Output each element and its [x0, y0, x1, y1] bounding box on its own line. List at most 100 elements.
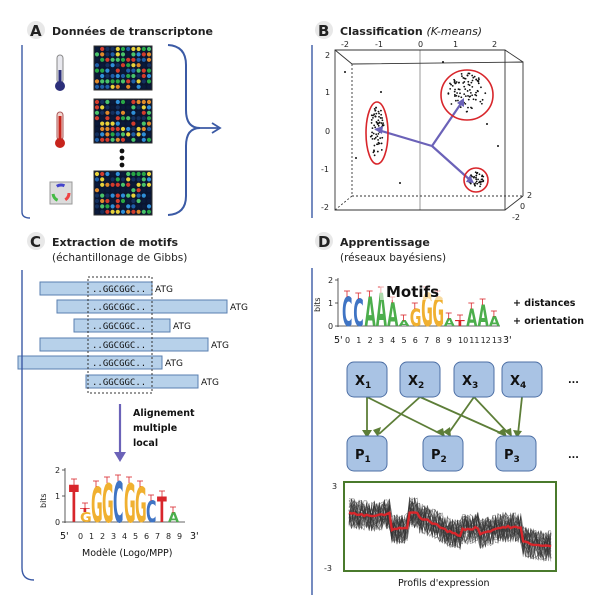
profile-curve [348, 500, 552, 558]
scatter-point [380, 113, 383, 116]
scatter-point [399, 182, 401, 184]
scatter-point [442, 61, 444, 63]
scatter-point [379, 117, 382, 119]
logo-letter: G [102, 474, 114, 535]
logo-letter: G [124, 474, 136, 535]
scatter-point [478, 78, 480, 81]
logo-letter: A [376, 284, 387, 337]
node-p2-label: P [431, 448, 441, 463]
alignment-label-line: Alignement [133, 408, 195, 419]
c-logo-position: 7 [155, 532, 160, 541]
scatter-point [378, 115, 380, 118]
profile-curve [348, 499, 552, 560]
logo-letter: C [342, 290, 352, 337]
scatter-point [373, 108, 376, 110]
panel-frames [21, 45, 313, 595]
d-logo-position: 12 [481, 336, 491, 345]
scatter-point [377, 132, 380, 135]
logo-letter: C [146, 497, 156, 530]
scatter-point [477, 77, 480, 80]
c-logo-position: 8 [166, 532, 171, 541]
node-p1 [346, 435, 388, 472]
d-logo-5prime: 5' [334, 335, 343, 346]
scatter-point [467, 98, 470, 101]
logo-letter: A [399, 318, 410, 328]
scatter-point [481, 98, 484, 101]
b-left-tick: -1 [321, 165, 329, 174]
heatmap [93, 98, 153, 144]
scatter-point [470, 174, 472, 177]
scatter-point [457, 99, 459, 102]
scatter-point [477, 178, 479, 181]
c-logo-position: 1 [89, 532, 94, 541]
scatter-point [375, 133, 378, 136]
node-p3-label: P [504, 448, 514, 463]
logo-letter: T [455, 318, 465, 328]
scatter-point [371, 131, 373, 134]
scatter-point [472, 176, 475, 179]
d-logo-ylabel: bits [313, 297, 322, 312]
c-logo-position: 0 [78, 532, 83, 541]
scatter-point [497, 145, 499, 147]
scatter-point [480, 102, 483, 105]
heatmap [93, 45, 153, 91]
b-top-tick: -2 [341, 40, 349, 49]
logo-letter: T [157, 491, 167, 532]
scatter-point [374, 115, 377, 118]
scatter-point [373, 144, 376, 147]
sequence-bar [39, 337, 209, 352]
scatter-point [479, 100, 482, 103]
scatter-point [482, 179, 485, 182]
b-depth-tick: -2 [512, 213, 520, 222]
scatter-point [377, 124, 380, 127]
svg-text:X2: X2 [408, 374, 424, 391]
scatter-point [478, 173, 481, 176]
profile-curve [348, 498, 552, 561]
profile-ytick-bottom: -3 [324, 564, 332, 573]
scatter-point [476, 79, 479, 82]
d-logo-position: 8 [435, 336, 440, 345]
scatter-point [378, 112, 380, 115]
scatter-point [478, 181, 480, 184]
scatter-point [465, 110, 468, 113]
scatter-point [467, 80, 470, 83]
logo-letter: G [410, 304, 422, 332]
scatter-point [377, 119, 380, 122]
panel-a-badge [27, 21, 45, 39]
panel-c-badge [27, 232, 45, 250]
scatter-point [461, 75, 463, 78]
logo-letter: G [91, 479, 103, 535]
scatter-point [370, 119, 373, 121]
motif-text: ..GGCGGC.. [92, 303, 146, 313]
node-x2-label: X [408, 374, 418, 389]
panel-d-badge [315, 232, 333, 250]
node-x2 [399, 361, 441, 398]
panel-a-letter: A [30, 22, 42, 40]
distances-label: + distances [513, 298, 576, 309]
scatter-point [373, 124, 376, 127]
svg-text:X3: X3 [462, 374, 478, 391]
scatter-point [381, 136, 384, 139]
b-left-tick: -2 [321, 203, 329, 212]
scatter-point [475, 180, 478, 183]
scatter-point [457, 88, 460, 91]
scatter-point [477, 82, 480, 85]
scatter-point [470, 81, 473, 84]
scatter-point [372, 132, 375, 135]
scatter-point [344, 71, 346, 73]
scatter-point [453, 81, 456, 83]
c-logo-5prime: 5' [60, 531, 69, 542]
d-logo-position: 7 [424, 336, 429, 345]
more-heatmaps-dots [119, 148, 125, 168]
scatter-point [451, 84, 454, 87]
scatter-point [471, 86, 474, 88]
scatter-point [375, 121, 378, 123]
motif-text: ..GGCGGC.. [92, 341, 146, 351]
d-logo-position: 6 [413, 336, 418, 345]
hot-thermometer-icon [55, 111, 65, 148]
svg-text:Classification (K-means): Classification (K-means) [340, 25, 482, 38]
scatter-point [466, 90, 469, 92]
panel-c-subtitle: (échantillonage de Gibbs) [52, 252, 187, 264]
motif-window [87, 276, 153, 394]
